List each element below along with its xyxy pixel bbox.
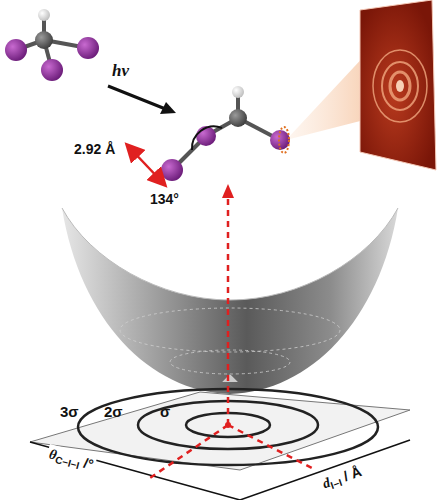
contour-label: σ: [160, 404, 170, 419]
distance-label: 2.92 Å: [74, 142, 115, 156]
photon-label: hν: [112, 62, 129, 79]
angle-label: 134°: [150, 192, 179, 206]
contour-label: 2σ: [104, 404, 123, 419]
distance-axis-label: dI−I / Å: [318, 462, 366, 495]
contour-label: 3σ: [60, 404, 79, 419]
axis-unit: / Å: [338, 463, 364, 485]
axis-unit: /°: [78, 454, 95, 473]
axis-subscript: C−I−I: [54, 454, 80, 471]
